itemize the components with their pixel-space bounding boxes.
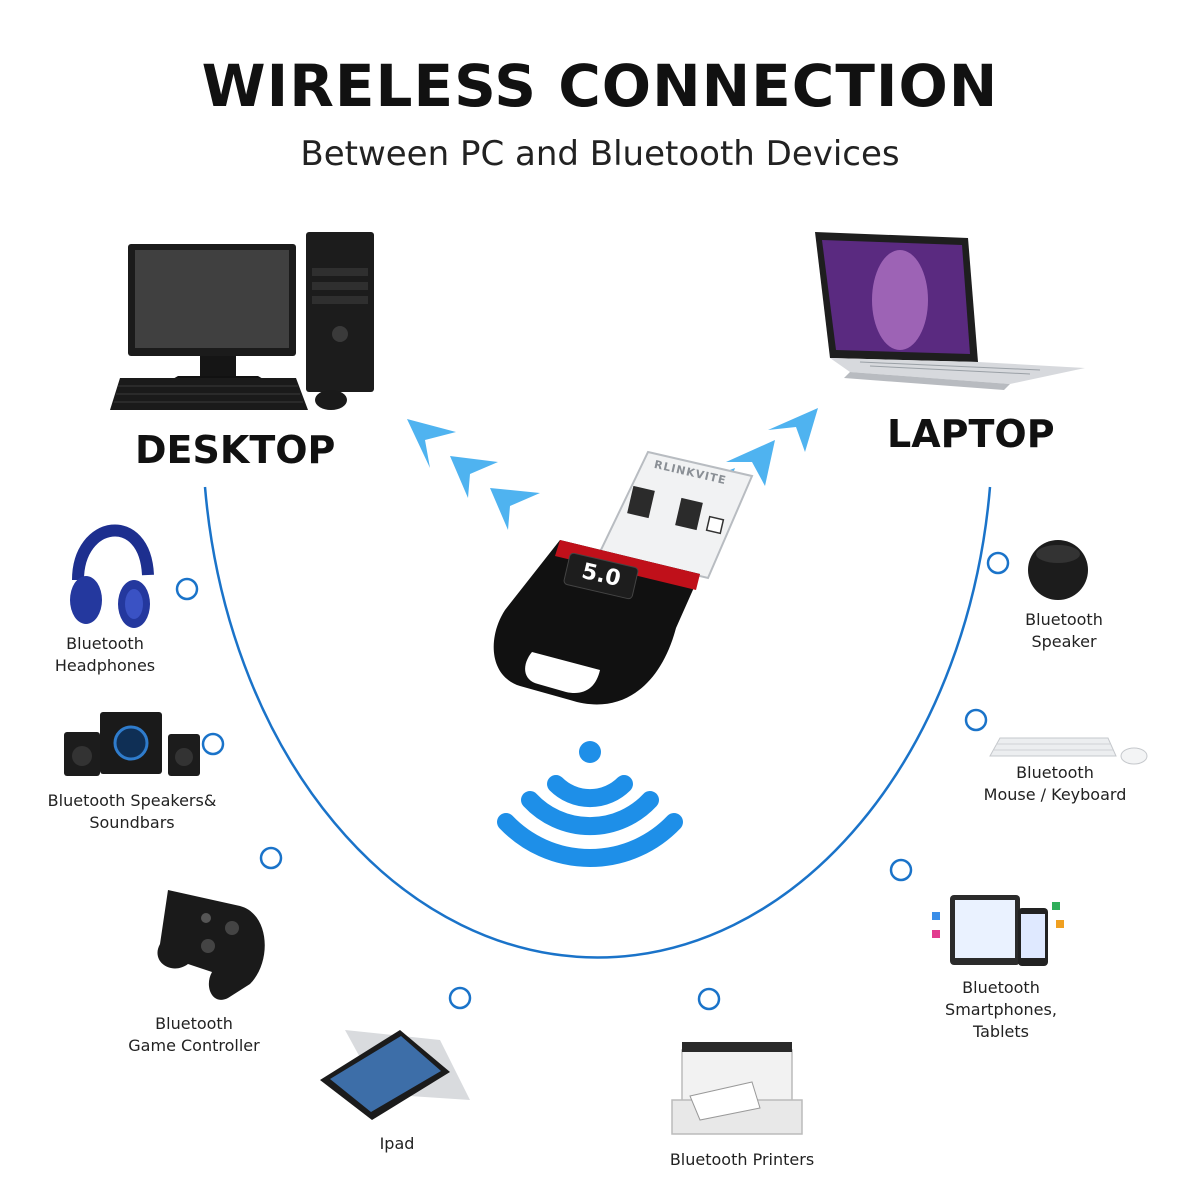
connection-nodes <box>175 551 1010 1011</box>
node-printers <box>697 987 721 1011</box>
game-controller-icon <box>157 890 265 1000</box>
wifi-signal-icon <box>497 741 683 867</box>
page-title: WIRELESS CONNECTION <box>201 52 999 120</box>
signal-arrow-icon <box>768 408 818 452</box>
laptop-icon <box>815 232 1085 390</box>
desktop-label: DESKTOP <box>135 428 336 472</box>
node-smartphones <box>889 858 913 882</box>
printer-icon <box>671 1042 803 1135</box>
usb-dongle-icon <box>493 450 754 705</box>
node-speaker <box>986 551 1010 575</box>
round-speaker-icon <box>1028 540 1088 600</box>
ipad-icon <box>320 1030 470 1120</box>
smartphone-tablet-icon <box>932 895 1064 966</box>
node-speakers <box>201 732 225 756</box>
ipad-label: Ipad <box>379 1134 415 1153</box>
signal-arrow-icon <box>407 419 456 468</box>
laptop-label: LAPTOP <box>887 412 1055 456</box>
node-ipad <box>448 986 472 1010</box>
headphones-icon <box>70 524 154 628</box>
keyboard-mouse-icon <box>989 737 1148 765</box>
signal-arrow-icon <box>490 488 540 530</box>
page-subtitle: Between PC and Bluetooth Devices <box>300 134 900 174</box>
signal-arrow-icon <box>726 440 775 486</box>
signal-arrow-icon <box>450 456 498 498</box>
node-headphones <box>175 577 199 601</box>
speakers-soundbar-icon <box>64 712 200 776</box>
desktop-computer-icon <box>110 232 374 410</box>
signal-arrows-left <box>407 419 540 530</box>
speakers-label: Bluetooth Speakers&Soundbars <box>47 791 217 832</box>
node-mouse-keyboard <box>964 708 988 732</box>
connection-arc <box>203 486 992 959</box>
node-controller <box>259 846 283 870</box>
printers-label: Bluetooth Printers <box>669 1150 815 1169</box>
